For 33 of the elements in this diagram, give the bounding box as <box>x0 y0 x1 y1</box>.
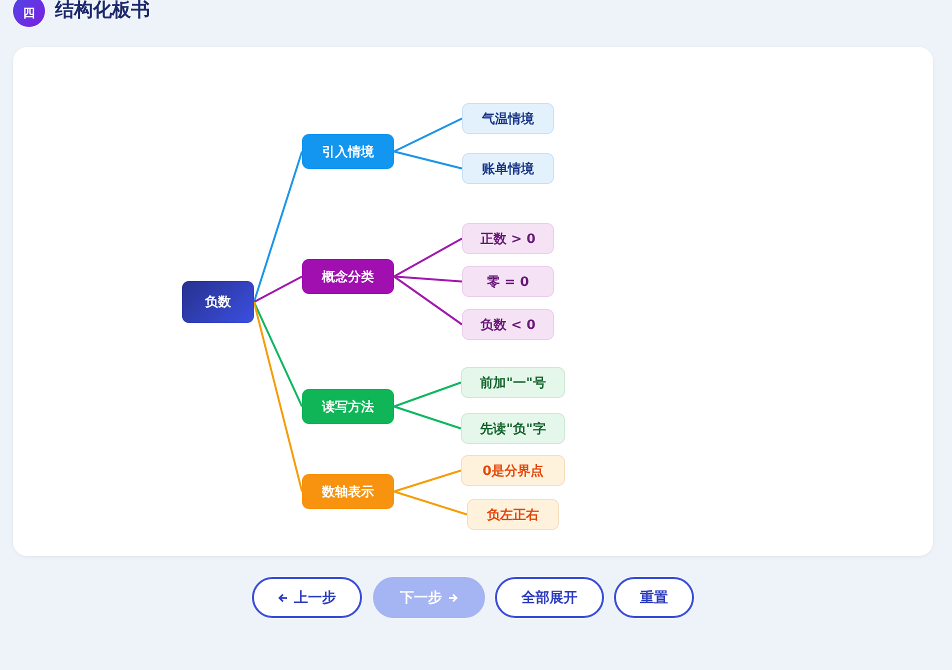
branch-box: 概念分类 <box>302 259 394 294</box>
leaf-box: 气温情境 <box>462 103 554 134</box>
connector-line <box>254 276 302 303</box>
nav-button: 上一步 <box>252 577 362 618</box>
leaf-box: 0是分界点 <box>461 455 565 486</box>
leaf-box: 负数 < 0 <box>462 309 554 340</box>
leaf-box: 正数 > 0 <box>462 223 554 254</box>
connector-line <box>394 490 468 516</box>
leaf-box: 账单情境 <box>462 153 554 184</box>
connector-line <box>253 151 303 302</box>
leaf-box: 零 = 0 <box>462 266 554 297</box>
connector-line <box>394 238 462 278</box>
connector-line <box>394 150 462 170</box>
branch-box: 读写方法 <box>302 389 394 424</box>
branch-box: 数轴表示 <box>302 474 394 509</box>
step-badge: 四 <box>13 0 45 27</box>
nav-button: 下一步 <box>373 577 485 618</box>
connector-line <box>394 118 462 152</box>
connector-line <box>253 302 303 407</box>
page-title: 结构化板书 <box>55 0 150 20</box>
connector-line <box>394 276 462 282</box>
nav-button: 全部展开 <box>495 577 604 618</box>
connector-line <box>394 382 462 408</box>
nav-button: 重置 <box>614 577 694 618</box>
leaf-box: 前加"一"号 <box>461 367 565 398</box>
leaf-box: 负左正右 <box>467 499 559 530</box>
leaf-box: 先读"负"字 <box>461 413 565 444</box>
connector-line <box>394 406 462 430</box>
root-box: 负数 <box>182 281 254 323</box>
connector-line <box>253 302 303 492</box>
branch-box: 引入情境 <box>302 134 394 169</box>
connector-line <box>393 276 463 326</box>
connector-line <box>394 470 462 492</box>
